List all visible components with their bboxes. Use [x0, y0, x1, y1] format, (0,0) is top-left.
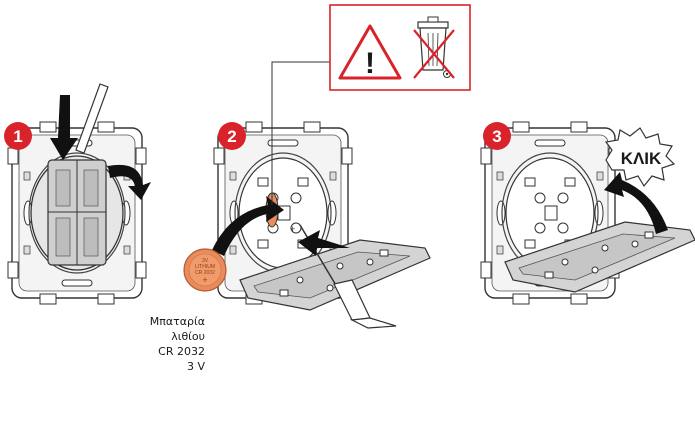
polarity-mark: + [290, 224, 295, 234]
click-sound-text: ΚΛΙΚ [621, 149, 662, 168]
lift-arrow [108, 164, 151, 200]
coin-polarity: + [202, 275, 207, 285]
coin-chemistry: LITHIUM [195, 264, 215, 270]
coin-voltage: 3V [202, 258, 209, 264]
battery-label-line4: 3 V [187, 360, 205, 373]
push-arrow [298, 230, 350, 256]
snap-arrow [604, 172, 668, 234]
battery-label: Μπαταρία λιθίου CR 2032 3 V [150, 315, 206, 373]
battery-label-line1: Μπαταρία [150, 315, 205, 328]
push-down-arrow [50, 95, 78, 160]
step-2-panel: + 3V LITHIUM CR 2032 + 2 [183, 121, 431, 329]
step-3-number: 3 [492, 127, 501, 146]
callout-leader-line [271, 61, 330, 205]
warning-exclamation: ! [365, 47, 375, 80]
screwdriver [75, 83, 109, 154]
warning-callout: ! [271, 4, 471, 205]
battery-label-line2: λιθίου [171, 330, 205, 343]
step-1-panel: 1 [4, 83, 151, 305]
coin-cell-battery: 3V LITHIUM CR 2032 + [183, 248, 227, 292]
step-1-number: 1 [13, 127, 22, 146]
step-2-number: 2 [227, 127, 236, 146]
warning-triangle-icon: ! [338, 24, 402, 80]
step-3-badge [483, 122, 511, 150]
coin-model: CR 2032 [195, 270, 215, 276]
step-2-badge [218, 122, 246, 150]
step-3-panel: ΚΛΙΚ 3 [480, 121, 695, 305]
rocker-cover [30, 155, 124, 271]
screwdriver [299, 224, 397, 329]
crossed-out-wheelie-bin-icon [413, 16, 455, 79]
battery-label-line3: CR 2032 [158, 345, 205, 358]
step-1-badge [4, 122, 32, 150]
click-burst: ΚΛΙΚ [604, 127, 676, 188]
battery-insert-arrow [212, 196, 284, 256]
